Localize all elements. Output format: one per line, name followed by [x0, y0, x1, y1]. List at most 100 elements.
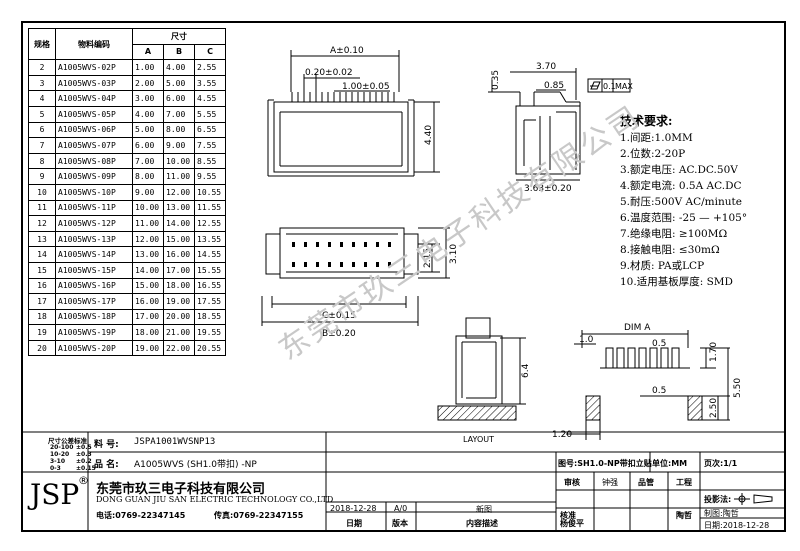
drawer-label: 制图:陶哲	[704, 509, 739, 518]
header-spec: 规格	[28, 27, 56, 61]
dim-dim-a: DIM A	[624, 323, 651, 333]
dim-b: B±0.20	[322, 329, 356, 339]
requirement-item: 7.绝缘电阻: ≥100MΩ	[620, 228, 728, 240]
requirement-item: 3.额定电压: AC.DC.50V	[620, 164, 738, 176]
table-cell: 8.55	[194, 152, 226, 170]
tolerance-cell: ±0.15	[76, 465, 96, 472]
dim-0-5b: 0.5	[652, 386, 666, 396]
tolerance-cell: 3-10	[50, 458, 66, 465]
tolerance-cell: 20-100	[50, 444, 74, 451]
company-tel: 电话:0769-22347145	[96, 511, 186, 520]
revision-date: 2018-12-28	[330, 504, 377, 513]
dim-3-70: 3.70	[536, 62, 556, 72]
flatness-box	[587, 78, 631, 93]
material-label: 料 号:	[94, 440, 119, 450]
material-value: JSPA1001WVSNP13	[134, 437, 216, 447]
tolerance-cell: ±0.3	[76, 451, 92, 458]
tolerance-value: 0.1	[603, 82, 616, 91]
dim-1-0: 1.0	[579, 335, 594, 345]
tolerance-table-title: 尺寸公差标准	[48, 437, 87, 445]
company-name-cn: 东莞市玖三电子科技有限公司	[96, 482, 266, 497]
dim-3-10: 3.10	[449, 244, 459, 264]
drawing-number: 图号:SH1.0-NP带扣立贴	[558, 459, 652, 468]
company-fax: 传真:0769-22347155	[214, 511, 304, 520]
product-name-value: A1005WVS (SH1.0带扣) -NP	[134, 460, 257, 470]
projection-label: 投影法:	[704, 495, 732, 504]
tolerance-cell: 0-3	[50, 465, 61, 472]
requirement-item: 1.间距:1.0MM	[620, 132, 693, 144]
date-header: 日期	[346, 519, 362, 528]
header-part-no: 物料编码	[55, 27, 133, 61]
company-logo: JSP	[30, 478, 80, 511]
review-name: 钟强	[602, 478, 618, 487]
requirement-item: 5.耐压:500V AC/minute	[620, 196, 742, 208]
tolerance-cell: ±0.2	[76, 458, 92, 465]
approve-label: 核准	[560, 511, 576, 520]
requirement-item: 4.额定电流: 0.5A AC.DC	[620, 180, 742, 192]
page-label: 页次:1/1	[704, 459, 738, 468]
company-name-en: DONG GUAN JIU SAN ELECTRIC TECHNOLOGY CO…	[96, 495, 334, 504]
front-view	[267, 50, 440, 177]
unit-label: 单位:MM	[652, 459, 688, 468]
title-block	[21, 431, 786, 532]
pcb-layout-view	[566, 330, 730, 440]
requirement-item: 6.温度范围: -25 — +105°	[620, 212, 748, 224]
layout-label: LAYOUT	[463, 435, 494, 444]
dim-5-50: 5.50	[733, 378, 743, 398]
logo-registered-mark: ®	[78, 474, 89, 487]
top-view	[261, 227, 450, 326]
dim-pitch: 1.00±0.05	[342, 82, 390, 92]
dim-a: A±0.10	[330, 46, 364, 56]
table-cell: 20.55	[194, 339, 226, 357]
requirements-title: 技术要求:	[620, 114, 673, 128]
qc-label: 品管	[638, 478, 654, 487]
side-profile-view	[437, 317, 526, 421]
dim-height: 4.40	[424, 125, 434, 145]
dim-c: C±0.15	[322, 311, 356, 321]
drawing-date: 日期:2018-12-28	[704, 521, 770, 530]
dim-0-5a: 0.5	[652, 339, 666, 349]
dim-3-63: 3.63±0.20	[524, 184, 572, 194]
dim-1-20: 1.20	[552, 430, 572, 440]
requirement-item: 9.材质: PA或LCP	[620, 260, 705, 272]
dim-6-4: 6.4	[521, 363, 531, 378]
tolerance-max: MAX	[615, 82, 633, 91]
requirement-item: 8.接触电阻: ≤30mΩ	[620, 244, 720, 256]
dim-2-50: 2.50	[709, 398, 719, 418]
drawing-border	[21, 21, 786, 532]
drawer-name: 陶哲	[676, 511, 692, 520]
pin-marks	[292, 242, 391, 267]
requirement-item: 10.适用基板厚度: SMD	[620, 276, 733, 288]
dim-0-85: 0.85	[544, 81, 564, 91]
tolerance-cell: ±0.5	[76, 444, 92, 451]
dim-1-70: 1.70	[709, 342, 719, 362]
side-view	[488, 68, 598, 181]
version-header: 版本	[392, 519, 408, 528]
requirement-item: 2.位数:2-20P	[620, 148, 686, 160]
revision-description: 新图	[476, 505, 492, 514]
table-cell: 9.55	[194, 168, 226, 185]
tolerance-cell: 10-20	[50, 451, 70, 458]
table-cell: A1005WVS-20P	[55, 339, 133, 357]
description-header: 内容描述	[466, 519, 498, 528]
dim-pitch-tol: 0.20±0.02	[305, 68, 353, 78]
product-name-label: 品 名:	[94, 460, 119, 470]
dim-2-15: 2.15	[423, 248, 433, 268]
table-cell: 17.55	[194, 293, 226, 310]
revision-version: A/0	[394, 504, 408, 513]
